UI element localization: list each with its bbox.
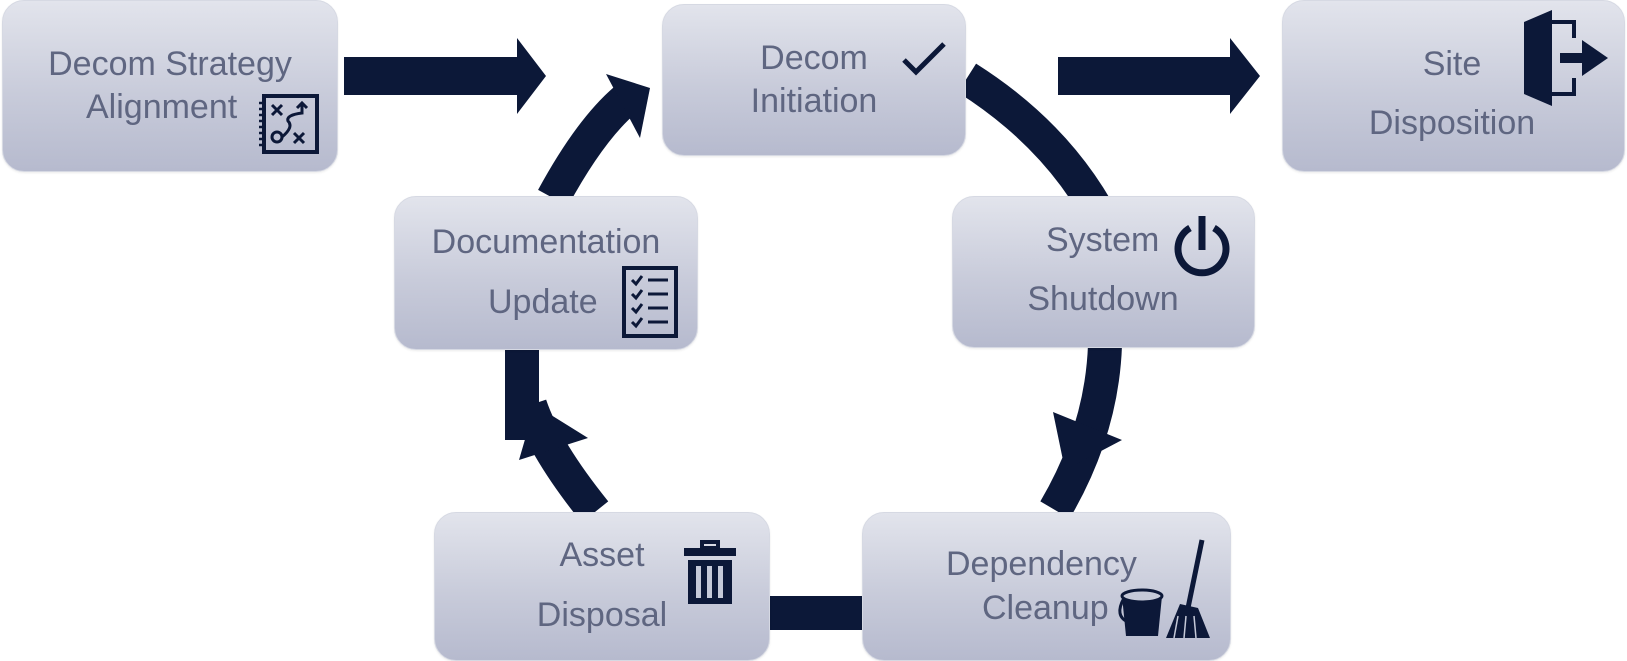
step-decom-strategy-alignment <box>2 0 338 172</box>
step-documentation-update-line1: Documentation <box>431 223 661 261</box>
trash-can-icon <box>682 540 738 606</box>
checklist-icon <box>622 266 678 338</box>
strategy-board-icon <box>258 93 320 155</box>
cycle-arc-left-upper <box>538 87 637 207</box>
cycle-arrowhead-right <box>1053 412 1122 470</box>
checkmark-icon <box>900 40 948 80</box>
flow-arrow-to-site <box>1058 38 1260 114</box>
power-icon <box>1172 214 1232 280</box>
step-system-shutdown-line1: System <box>1046 221 1160 259</box>
step-dependency-cleanup-line2: Cleanup <box>982 589 1109 627</box>
step-decom-strategy-alignment-line1: Decom Strategy <box>48 45 292 83</box>
step-dependency-cleanup-line1: Dependency <box>946 545 1137 583</box>
cycle-arrowhead-top <box>606 74 650 138</box>
step-decom-initiation <box>662 4 966 156</box>
step-system-shutdown-line2: Shutdown <box>1027 280 1179 318</box>
step-documentation-update-line2: Update <box>488 283 598 321</box>
flow-arrow-to-initiation <box>344 38 546 114</box>
step-documentation-update <box>394 196 698 350</box>
step-site-disposition-line2: Disposition <box>1368 104 1536 142</box>
step-decom-initiation-line2: Initiation <box>750 82 878 120</box>
step-asset-disposal-line1: Asset <box>559 536 645 574</box>
step-decom-initiation-line1: Decom <box>760 39 868 77</box>
exit-door-icon <box>1522 10 1610 106</box>
step-site-disposition <box>1282 0 1625 172</box>
step-site-disposition-line1: Site <box>1422 45 1482 83</box>
step-asset-disposal-line2: Disposal <box>536 596 668 634</box>
cycle-arrowhead-left <box>519 405 588 460</box>
bucket-broom-icon <box>1118 538 1212 640</box>
step-decom-strategy-alignment-line2: Alignment <box>86 88 238 126</box>
